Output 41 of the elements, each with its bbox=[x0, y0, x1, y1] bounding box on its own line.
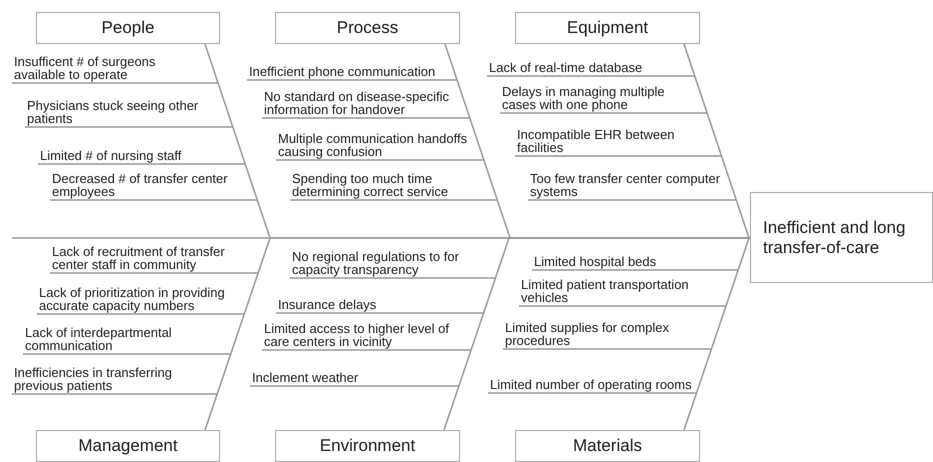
cause-text: Limited patient transportation vehicles bbox=[521, 278, 690, 304]
bone-line bbox=[443, 237, 750, 430]
cause-text: Limited access to higher level of care centers in vicinity bbox=[264, 322, 450, 348]
category-title: Environment bbox=[320, 435, 416, 458]
cause-text: Insurance delays bbox=[278, 298, 378, 311]
category-title: Process bbox=[336, 17, 398, 40]
cause-text: Spending too much time determining correct service bbox=[292, 172, 450, 198]
effect-text: Inefficient and long transfer-of-care bbox=[763, 218, 906, 258]
category-title: Equipment bbox=[566, 17, 648, 40]
cause-text: Physicians stuck seeing other patients bbox=[27, 99, 200, 125]
cause-text: Incompatible EHR between facilities bbox=[517, 128, 676, 154]
category-box bbox=[515, 430, 700, 462]
category-box bbox=[275, 430, 460, 462]
cause-text: Limited number of operating rooms bbox=[490, 378, 693, 391]
cause-text: Inefficiencies in transferring previous patients bbox=[14, 366, 174, 392]
cause-text: Inefficient phone communication bbox=[249, 65, 436, 78]
cause-text: Delays in managing multiple cases with one phone bbox=[502, 85, 666, 111]
effect-box bbox=[750, 192, 933, 283]
cause-text: Lack of prioritization in providing accurate capacity numbers bbox=[39, 286, 226, 312]
cause-text: Limited # of nursing staff bbox=[40, 149, 182, 162]
category-box bbox=[36, 12, 220, 44]
category-title: People bbox=[102, 17, 154, 40]
cause-text: Limited supplies for complex procedures bbox=[505, 321, 670, 347]
cause-text: Multiple communication handoffs causing confusion bbox=[278, 132, 468, 158]
category-box bbox=[515, 12, 700, 44]
cause-text: Limited hospital beds bbox=[534, 255, 658, 268]
cause-text: Inclement weather bbox=[252, 371, 360, 384]
cause-text: Too few transfer center computer systems bbox=[530, 172, 722, 198]
cause-text: Lack of recruitment of transfer center staff in community bbox=[52, 245, 226, 271]
cause-text: Lack of real-time database bbox=[489, 61, 644, 74]
category-title: Management bbox=[78, 435, 178, 458]
category-title: Materials bbox=[573, 435, 642, 458]
bone-line bbox=[683, 237, 750, 430]
category-box bbox=[275, 12, 460, 44]
cause-text: Lack of interdepartmental communication bbox=[25, 326, 173, 352]
category-box bbox=[36, 430, 220, 462]
cause-text: No standard on disease-specific information for handover bbox=[264, 90, 450, 116]
cause-text: No regional regulations to for capacity transparency bbox=[292, 250, 460, 276]
cause-text: Decreased # of transfer center employees bbox=[52, 172, 229, 198]
bone-line bbox=[683, 44, 750, 239]
cause-text: Insufficent # of surgeons available to operate bbox=[14, 55, 156, 81]
